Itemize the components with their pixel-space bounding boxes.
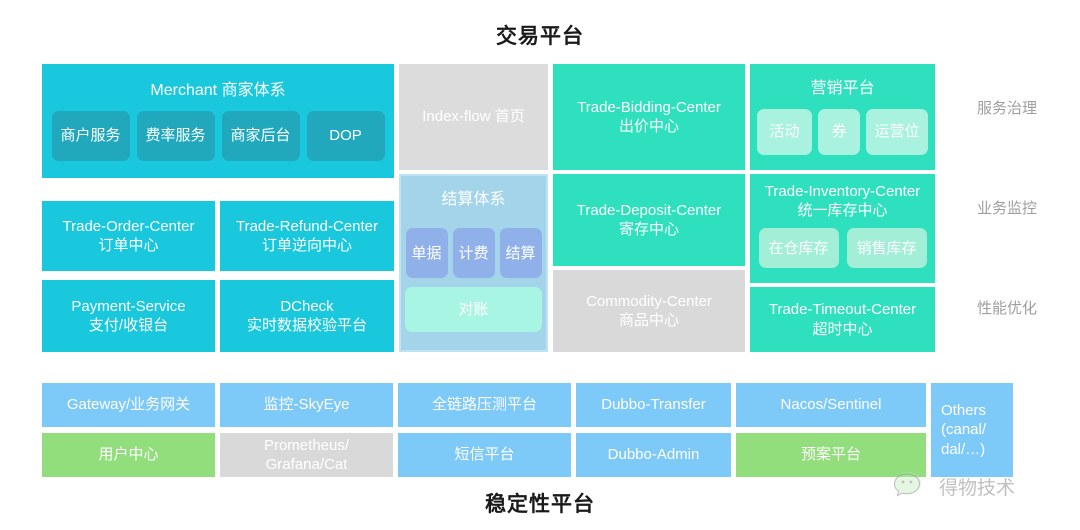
- marketing-platform-block[interactable]: 营销平台 活动 券 运营位: [750, 64, 935, 170]
- stability-dubbo-transfer-label: Dubbo-Transfer: [601, 396, 706, 414]
- trade-timeout-center-en: Trade-Timeout-Center: [768, 301, 917, 319]
- trade-inventory-center-block[interactable]: Trade-Inventory-Center 统一库存中心 在仓库存 销售库存: [750, 174, 935, 283]
- watermark: 得物技术: [893, 470, 1015, 502]
- merchant-chip-row: 商户服务 费率服务 商家后台 DOP: [46, 110, 390, 161]
- trade-deposit-center-en: Trade-Deposit-Center: [576, 201, 722, 219]
- marketing-heading: 营销平台: [810, 80, 875, 98]
- stability-stress-test-label: 全链路压测平台: [431, 396, 537, 414]
- stability-dubbo-admin[interactable]: Dubbo-Admin: [576, 433, 731, 477]
- stability-nacos-sentinel-label: Nacos/Sentinel: [780, 396, 882, 414]
- trade-order-center-en: Trade-Order-Center: [62, 217, 195, 235]
- stability-user-center[interactable]: 用户中心: [42, 433, 215, 477]
- chip-reconciliation[interactable]: 对账: [405, 287, 542, 333]
- trade-refund-center-cn: 订单逆向中心: [261, 237, 352, 254]
- trade-inventory-center-cn: 统一库存中心: [797, 202, 888, 220]
- stability-contingency-platform[interactable]: 预案平台: [736, 433, 926, 477]
- chip-coupon[interactable]: 券: [818, 108, 860, 155]
- trade-deposit-center-cn: 寄存中心: [618, 221, 679, 238]
- chip-rate-service[interactable]: 费率服务: [136, 110, 215, 161]
- settlement-chip-row: 单据 计费 结算: [405, 228, 542, 279]
- chip-merchant-backend[interactable]: 商家后台: [221, 110, 300, 161]
- stability-user-center-label: 用户中心: [98, 446, 159, 464]
- chip-operation-slot[interactable]: 运营位: [866, 108, 928, 155]
- stability-dubbo-admin-label: Dubbo-Admin: [607, 446, 700, 464]
- payment-service-cn: 支付/收银台: [88, 317, 169, 334]
- inventory-chip-row: 在仓库存 销售库存: [754, 228, 931, 269]
- chip-settlement[interactable]: 结算: [499, 228, 542, 279]
- trade-bidding-center-cn: 出价中心: [618, 118, 679, 135]
- trade-bidding-center-block[interactable]: Trade-Bidding-Center 出价中心: [553, 64, 745, 170]
- commodity-center-en: Commodity-Center: [586, 292, 712, 310]
- page-title-top: 交易平台: [496, 25, 584, 48]
- chip-merchant-service[interactable]: 商户服务: [51, 110, 130, 161]
- trade-refund-center-block[interactable]: Trade-Refund-Center 订单逆向中心: [220, 201, 394, 271]
- stability-nacos-sentinel[interactable]: Nacos/Sentinel: [736, 383, 926, 427]
- watermark-text: 得物技术: [939, 477, 1016, 499]
- commodity-center-cn: 商品中心: [618, 312, 679, 329]
- dcheck-cn: 实时数据校验平台: [246, 317, 367, 334]
- chip-charging[interactable]: 计费: [452, 228, 495, 279]
- stability-sms-platform[interactable]: 短信平台: [398, 433, 571, 477]
- trade-timeout-center-cn: 超时中心: [812, 320, 873, 338]
- stability-sms-platform-label: 短信平台: [454, 446, 515, 464]
- settlement-block[interactable]: 结算体系 单据 计费 结算 对账: [399, 174, 548, 352]
- index-flow-label: Index-flow 首页: [422, 108, 525, 126]
- chip-dop[interactable]: DOP: [306, 110, 385, 161]
- stability-contingency-platform-label: 预案平台: [800, 446, 861, 464]
- dcheck-block[interactable]: DCheck 实时数据校验平台: [220, 280, 394, 352]
- chip-activity[interactable]: 活动: [757, 108, 812, 155]
- payment-service-block[interactable]: Payment-Service 支付/收银台: [42, 280, 215, 352]
- page-title-bottom: 稳定性平台: [485, 493, 595, 516]
- merchant-heading: Merchant 商家体系: [150, 82, 286, 100]
- wechat-icon: [893, 472, 921, 497]
- trade-bidding-center-en: Trade-Bidding-Center: [577, 98, 721, 116]
- trade-order-center-cn: 订单中心: [98, 237, 159, 254]
- stability-others[interactable]: Others (canal/ dal/…): [931, 383, 1013, 477]
- side-label-performance-optimization: 性能优化: [977, 300, 1038, 317]
- stability-prometheus-label-line2: Grafana/Cat: [265, 456, 348, 473]
- index-flow-block[interactable]: Index-flow 首页: [399, 64, 548, 170]
- stability-skyeye[interactable]: 监控-SkyEye: [220, 383, 393, 427]
- commodity-center-block[interactable]: Commodity-Center 商品中心: [553, 270, 745, 352]
- stability-gateway[interactable]: Gateway/业务网关: [42, 383, 215, 427]
- trade-order-center-block[interactable]: Trade-Order-Center 订单中心: [42, 201, 215, 271]
- chip-sales-inventory[interactable]: 销售库存: [846, 228, 927, 269]
- payment-service-en: Payment-Service: [71, 297, 186, 315]
- trade-timeout-center-block[interactable]: Trade-Timeout-Center 超时中心: [750, 287, 935, 352]
- dcheck-en: DCheck: [280, 297, 334, 315]
- chip-warehouse-inventory[interactable]: 在仓库存: [758, 228, 839, 269]
- stability-dubbo-transfer[interactable]: Dubbo-Transfer: [576, 383, 731, 427]
- stability-gateway-label: Gateway/业务网关: [66, 396, 191, 414]
- marketing-chip-row: 活动 券 运营位: [754, 108, 931, 155]
- side-label-business-monitoring: 业务监控: [977, 200, 1038, 217]
- trade-deposit-center-block[interactable]: Trade-Deposit-Center 寄存中心: [553, 174, 745, 266]
- merchant-block[interactable]: Merchant 商家体系 商户服务 费率服务 商家后台 DOP: [42, 64, 394, 178]
- stability-others-line3: dal/…): [941, 440, 986, 458]
- stability-others-line2: (canal/: [941, 421, 987, 439]
- stability-skyeye-label: 监控-SkyEye: [263, 396, 350, 414]
- trade-refund-center-en: Trade-Refund-Center: [235, 217, 378, 235]
- stability-others-line1: Others: [941, 402, 987, 420]
- stability-prometheus-label-line1: Prometheus/: [263, 436, 350, 454]
- settlement-heading: 结算体系: [441, 191, 506, 208]
- chip-bill[interactable]: 单据: [405, 228, 448, 279]
- trade-inventory-center-en: Trade-Inventory-Center: [764, 183, 921, 200]
- stability-prometheus[interactable]: Prometheus/ Grafana/Cat: [220, 433, 393, 477]
- side-label-service-governance: 服务治理: [977, 100, 1038, 117]
- stability-stress-test[interactable]: 全链路压测平台: [398, 383, 571, 427]
